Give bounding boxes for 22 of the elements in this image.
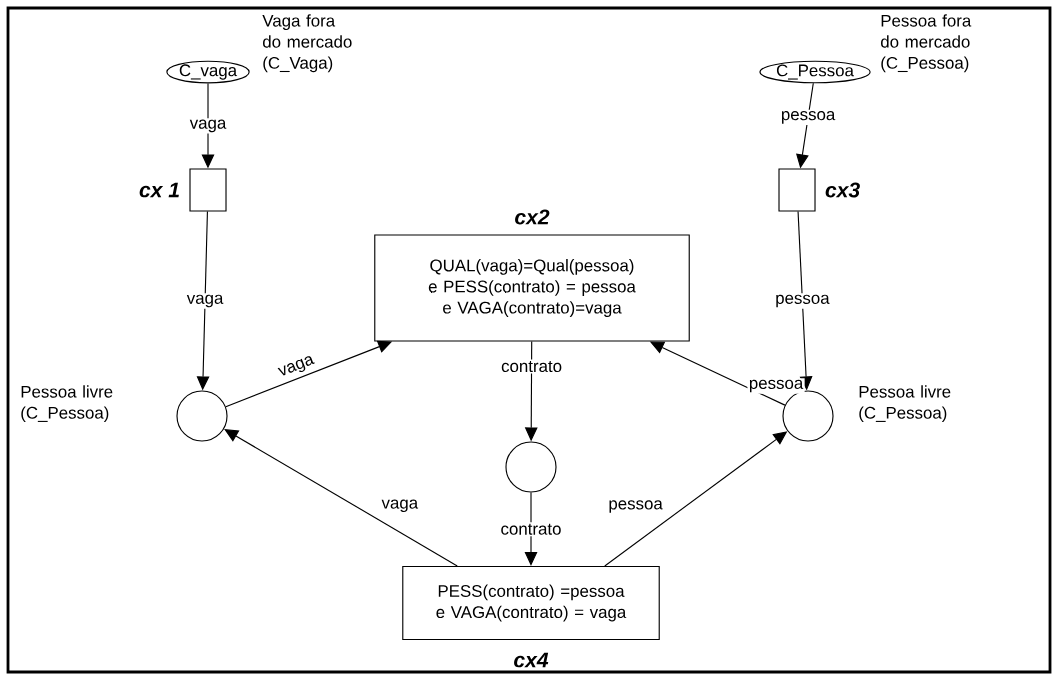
transition-box: PESS(contrato) =pessoa e VAGA(contrato) = vaga xyxy=(402,565,660,641)
arc-label: pessoa xyxy=(781,111,836,124)
arc-label: contrato xyxy=(501,361,562,373)
arc-label: contrato xyxy=(501,523,561,535)
arc-label: vaga xyxy=(189,119,227,133)
transition-box: QUAL(vaga)=Qual(pessoa) e PESS(contrato) = pessoa e VAGA(contrato)=vaga xyxy=(374,234,690,342)
place-circle xyxy=(505,441,557,493)
transition-name: cx 1 xyxy=(139,182,179,198)
arc-label: vaga xyxy=(381,499,419,513)
place-label: Pessoa livre (C_Pessoa) xyxy=(21,385,113,423)
transition-name: cx4 xyxy=(514,652,549,668)
arc-label: pessoa xyxy=(749,379,804,393)
place-label: Pessoa fora do mercado (C_Pessoa) xyxy=(881,14,972,73)
arc-label: pessoa xyxy=(609,500,663,513)
arc-label: vaga xyxy=(186,294,224,308)
arc-arrow xyxy=(524,492,538,566)
arc-label: pessoa xyxy=(776,294,830,308)
place-label: Vaga fora do mercado (C_Vaga) xyxy=(262,14,352,73)
transition-name: cx3 xyxy=(825,182,860,198)
transition-name: cx2 xyxy=(515,209,550,225)
arc-label: vaga xyxy=(277,356,315,376)
place-label: Pessoa livre (C_Pessoa) xyxy=(859,385,951,423)
